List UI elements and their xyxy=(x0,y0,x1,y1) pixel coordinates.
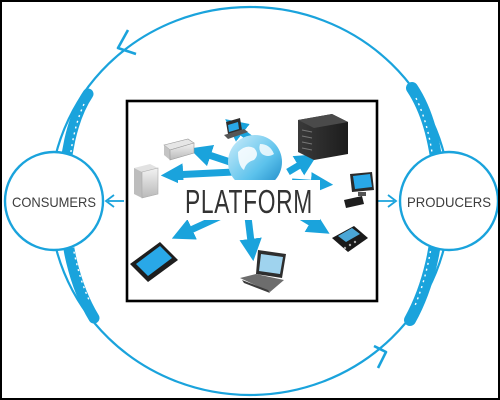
producers-label: PRODUCERS xyxy=(407,194,491,210)
router-icon xyxy=(163,138,195,161)
cycle-arrow-bottom-icon xyxy=(373,344,388,369)
globe-icon xyxy=(228,135,282,189)
platform-label-plate xyxy=(178,180,320,220)
laptop-top-icon xyxy=(224,118,248,139)
phone-right-icon xyxy=(344,196,364,208)
producers-node: PRODUCERS xyxy=(398,150,498,252)
cycle-arrow-top-icon xyxy=(116,29,137,56)
platform-label: PLATFORM xyxy=(185,183,313,220)
monitor-icon xyxy=(350,172,374,196)
consumers-node: CONSUMERS xyxy=(3,150,105,252)
platform-box: PLATFORM xyxy=(125,99,379,303)
desktop-tower-icon xyxy=(134,164,159,199)
consumers-label: CONSUMERS xyxy=(12,194,96,210)
laptop-bottom-icon xyxy=(240,250,286,293)
connector-arrows xyxy=(104,194,398,208)
smartphone-left-icon xyxy=(130,242,178,282)
smartphone-right-icon xyxy=(332,226,368,252)
server-icon xyxy=(298,114,348,160)
